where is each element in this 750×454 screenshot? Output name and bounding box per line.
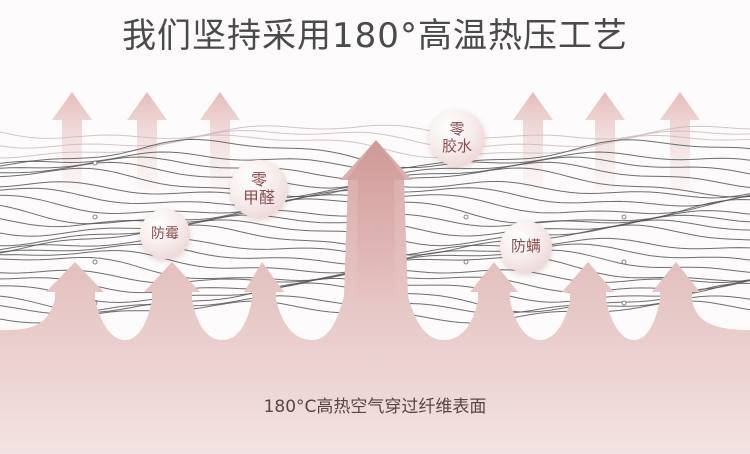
zero-formaldehyde-line1: 零 <box>250 169 267 189</box>
ghost-arrow-6 <box>660 92 700 190</box>
ghost-arrow-2 <box>127 92 167 190</box>
zero-formaldehyde-line2: 甲醛 <box>242 188 275 207</box>
fiber-line <box>0 129 750 149</box>
anti-mite-badge: 防螨 <box>500 221 552 273</box>
anti-mold-label: 防霉 <box>151 225 179 242</box>
zero-formaldehyde-badge: 零 甲醛 <box>230 160 288 218</box>
headline: 我们坚持采用180°高温热压工艺 <box>122 16 628 56</box>
zero-glue-badge: 零 胶水 <box>429 110 485 166</box>
heat-base <box>0 140 750 454</box>
ghost-arrow-5 <box>585 92 625 190</box>
caption: 180°C高热空气穿过纤维表面 <box>263 397 487 417</box>
zero-glue-line2: 胶水 <box>441 137 472 155</box>
zero-glue-line1: 零 <box>449 119 465 138</box>
fiber-line <box>0 124 750 140</box>
ghost-arrow-1 <box>52 92 92 190</box>
ghost-arrow-4 <box>513 92 553 190</box>
anti-mite-label: 防螨 <box>510 237 541 256</box>
center-heat-arrow <box>346 140 406 300</box>
ghost-arrow-3 <box>200 92 240 190</box>
anti-mold-badge: 防霉 <box>140 209 190 259</box>
